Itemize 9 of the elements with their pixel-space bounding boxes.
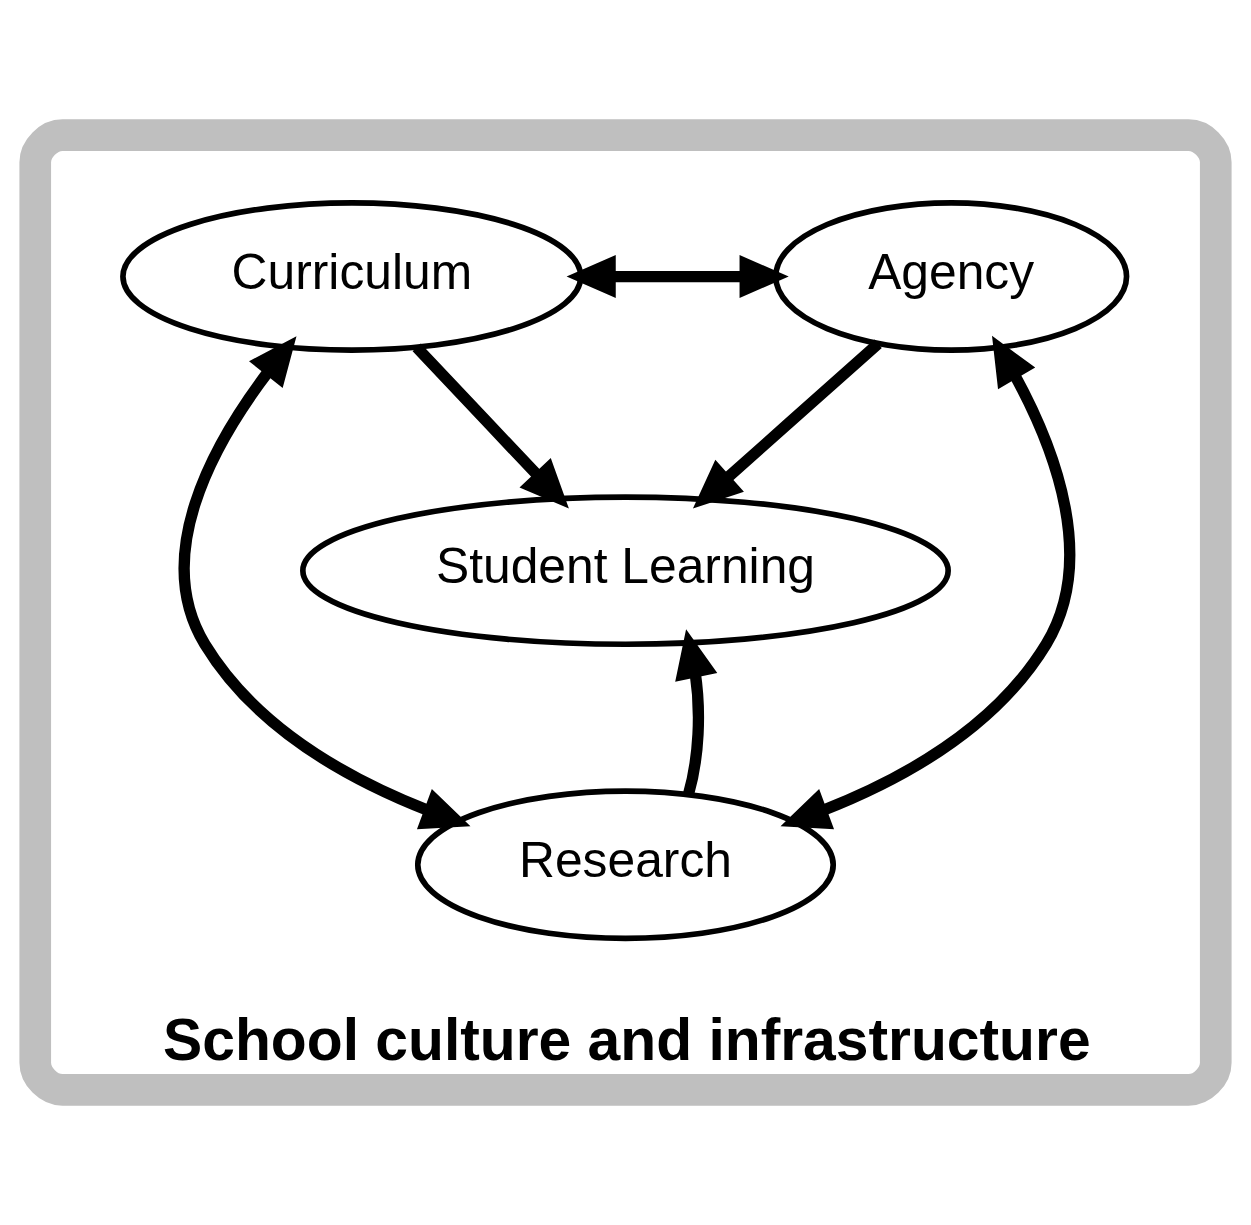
- arrow: [566, 255, 789, 299]
- arrow: [178, 336, 471, 830]
- node-ellipse: Student Learning: [300, 494, 951, 648]
- arrow: [412, 343, 569, 509]
- node-ellipse: Agency: [772, 200, 1130, 353]
- arrow: [692, 339, 882, 509]
- node-ellipse: Curriculum: [120, 200, 584, 353]
- arrow: [780, 335, 1076, 830]
- arrow: [675, 629, 718, 796]
